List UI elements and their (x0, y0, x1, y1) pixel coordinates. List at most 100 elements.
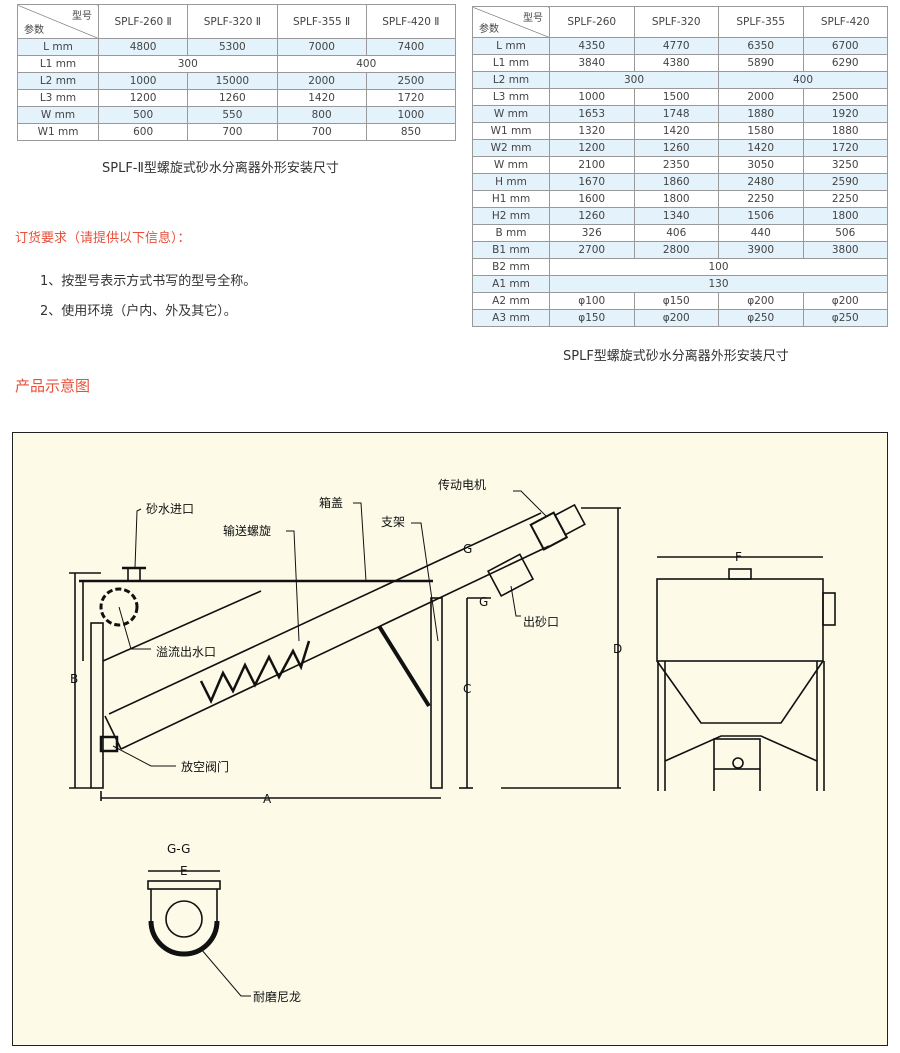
table-cell: L mm (472, 37, 550, 55)
table-cell: W2 mm (472, 139, 550, 157)
table-cell: L2 mm (472, 71, 550, 89)
model-header: SPLF-420 Ⅱ (365, 4, 457, 39)
table-cell: 700 (276, 123, 367, 141)
model-header: SPLF-260 (549, 6, 635, 38)
table-corner-header: 型号参数 (472, 6, 550, 38)
table-cell: 1340 (633, 207, 719, 225)
table-cell: 1860 (633, 173, 719, 191)
table-cell: 5300 (187, 38, 278, 56)
table-cell: 4800 (97, 38, 189, 56)
table-cell: 2000 (276, 72, 367, 90)
table-cell: 1320 (549, 122, 635, 140)
table-cell: L1 mm (17, 55, 99, 73)
table-cell: φ100 (549, 292, 635, 310)
label-nylon: 耐磨尼龙 (253, 990, 301, 1004)
table-cell: 1200 (549, 139, 635, 157)
table-cell: 4770 (633, 37, 719, 55)
table-cell: W1 mm (17, 123, 99, 141)
table-cell: 1420 (718, 139, 804, 157)
table-cell: 1880 (718, 105, 804, 123)
table-cell: L3 mm (472, 88, 550, 106)
table-cell: A1 mm (472, 275, 550, 293)
table-cell: 1800 (633, 190, 719, 208)
table-cell: 700 (187, 123, 278, 141)
model-header: SPLF-355 (718, 6, 804, 38)
corner-param-label: 参数 (479, 24, 499, 35)
model-header: SPLF-320 (633, 6, 719, 38)
table-cell: 400 (718, 71, 888, 89)
corner-model-label: 型号 (523, 13, 543, 24)
table-cell: 7000 (276, 38, 367, 56)
table-cell: L mm (17, 38, 99, 56)
dim-e: E (180, 864, 188, 878)
dim-g-bottom: G (479, 595, 488, 609)
table-cell: W mm (17, 106, 99, 124)
table-cell: 1880 (802, 122, 888, 140)
table-cell: 6350 (718, 37, 804, 55)
dim-f: F (735, 550, 742, 564)
table-cell: 506 (802, 224, 888, 242)
table-cell: 1600 (549, 190, 635, 208)
table-cell: 1000 (549, 88, 635, 106)
table-cell: 1506 (718, 207, 804, 225)
table-cell: φ250 (718, 309, 804, 327)
table-cell: 500 (97, 106, 189, 124)
label-frame: 支架 (381, 515, 405, 529)
table-cell: 850 (365, 123, 457, 141)
table-cell: 1420 (276, 89, 367, 107)
table-cell: A3 mm (472, 309, 550, 327)
label-cover: 箱盖 (319, 495, 343, 510)
diagram-labels: 砂水进口 箱盖 传动电机 输送螺旋 支架 溢流出水口 出砂口 放空阀门 耐磨尼龙… (70, 477, 742, 1004)
table-cell: 2590 (802, 173, 888, 191)
table-cell: 300 (98, 55, 278, 73)
table-cell: φ200 (718, 292, 804, 310)
table-cell: 3840 (549, 54, 635, 72)
table-cell: 4350 (549, 37, 635, 55)
table-cell: H1 mm (472, 190, 550, 208)
label-section: G-G (167, 842, 190, 856)
dim-b: B (70, 672, 78, 686)
table-cell: 440 (718, 224, 804, 242)
table-cell: 326 (549, 224, 635, 242)
diagram-title: 产品示意图 (15, 377, 91, 395)
dim-g-top: G (463, 542, 472, 556)
dim-d: D (613, 642, 622, 656)
dim-c: C (463, 682, 471, 696)
table-cell: φ200 (802, 292, 888, 310)
label-overflow: 溢流出水口 (156, 645, 216, 659)
model-header: SPLF-260 Ⅱ (97, 4, 189, 39)
table-cell: H mm (472, 173, 550, 191)
table-cell: 2700 (549, 241, 635, 259)
table-cell: 1260 (549, 207, 635, 225)
corner-model-label: 型号 (72, 11, 92, 22)
table-cell: 3800 (802, 241, 888, 259)
table-cell: 1000 (97, 72, 189, 90)
table-cell: 5890 (718, 54, 804, 72)
label-motor: 传动电机 (438, 477, 486, 492)
table-cell: 2100 (549, 156, 635, 174)
table-cell: 6700 (802, 37, 888, 55)
table-cell: B1 mm (472, 241, 550, 259)
table-cell: W mm (472, 156, 550, 174)
label-outlet: 出砂口 (523, 615, 559, 629)
table-cell: 2250 (718, 190, 804, 208)
table-cell: 550 (187, 106, 278, 124)
table-cell: φ200 (633, 309, 719, 327)
table-cell: W1 mm (472, 122, 550, 140)
table-cell: A2 mm (472, 292, 550, 310)
table-cell: φ150 (549, 309, 635, 327)
